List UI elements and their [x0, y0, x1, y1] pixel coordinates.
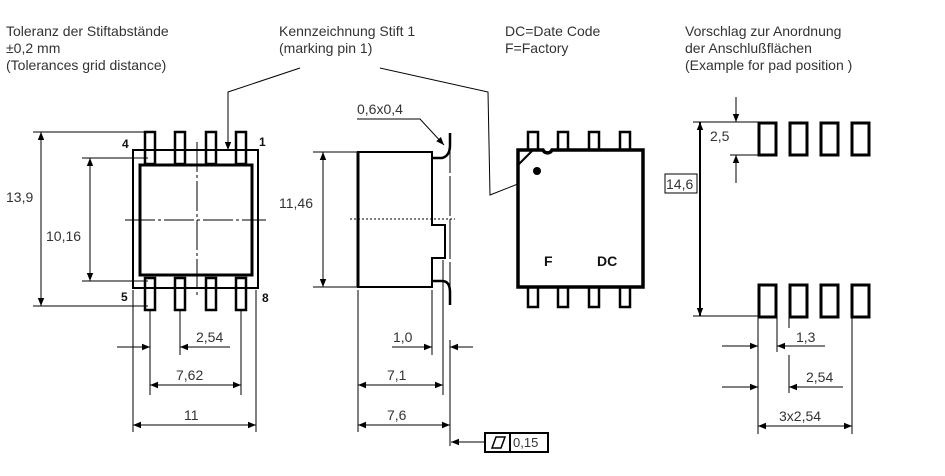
pad	[850, 121, 871, 157]
pad-layout: 2,5 14,6 1,3 2,54 3x2,54	[664, 97, 871, 434]
pin	[587, 284, 601, 309]
dim-pitch: 2,54	[196, 329, 223, 345]
top-view: F DC	[516, 130, 645, 309]
pad	[819, 121, 840, 157]
pin-label-5: 5	[121, 290, 128, 304]
flatness-frame: 0,15	[484, 432, 549, 453]
pad	[819, 283, 840, 319]
pin	[173, 130, 187, 166]
tolerance-note: Toleranz der Stiftabstände ±0,2 mm (Tole…	[6, 23, 169, 74]
pad	[788, 283, 809, 319]
front-view: 13,9 10,16 2,54 7,62 11 4 1 5 8	[6, 130, 269, 432]
dim-span: 14,6	[666, 176, 693, 192]
dim-overall-width: 11	[184, 407, 199, 423]
pin	[204, 130, 218, 166]
dim-overall-height: 13,9	[6, 189, 33, 205]
pin	[143, 130, 157, 166]
dim-pad-length: 2,5	[710, 128, 730, 144]
pin	[526, 284, 540, 309]
flatness-icon	[490, 436, 507, 449]
pad	[757, 283, 778, 319]
dim-overall: 7,6	[387, 407, 407, 423]
marking-leaders	[224, 67, 534, 196]
note-line: DC=Date Code	[505, 23, 601, 39]
pin	[204, 276, 218, 312]
dim-total-pitch: 3x2,54	[779, 408, 821, 424]
pin-label-4: 4	[122, 137, 129, 151]
pads	[757, 121, 871, 319]
dim-pad-width: 1,3	[796, 329, 816, 345]
note-line: F=Factory	[505, 40, 569, 56]
flatness-value: 0,15	[513, 435, 538, 450]
dim-body: 7,1	[387, 367, 407, 383]
pad	[850, 283, 871, 319]
pin	[556, 284, 570, 309]
codes-note: DC=Date Code F=Factory	[505, 23, 600, 57]
date-code-mark: DC	[597, 253, 617, 269]
front-pins	[143, 130, 248, 312]
factory-mark: F	[544, 253, 553, 269]
note-line: Vorschlag zur Anordnung	[685, 23, 842, 39]
dim-body-height: 10,16	[46, 228, 81, 244]
top-pins	[526, 130, 632, 309]
note-line: ±0,2 mm	[6, 40, 61, 56]
dim-chamfer: 0,6x0,4	[357, 101, 403, 117]
note-line: Toleranz der Stiftabstände	[6, 23, 169, 39]
pad	[788, 121, 809, 157]
marking-note: Kennzeichnung Stift 1 (marking pin 1)	[279, 23, 415, 57]
side-view: 0,6x0,4 11,46 1,0 7,1 7,6 0,15	[279, 101, 549, 453]
note-line: (marking pin 1)	[279, 40, 373, 56]
note-line: der Anschlußflächen	[685, 40, 812, 56]
note-line: Kennzeichnung Stift 1	[279, 23, 416, 39]
dim-pad-pitch: 2,54	[806, 369, 833, 385]
pin	[173, 276, 187, 312]
pin	[234, 276, 248, 312]
pin-label-1: 1	[259, 135, 266, 149]
dim-height: 11,46	[279, 195, 313, 211]
pin	[143, 276, 157, 312]
pin	[234, 130, 248, 166]
note-line: (Tolerances grid distance)	[6, 57, 167, 73]
dim-row-span: 7,62	[176, 367, 203, 383]
pads-note: Vorschlag zur Anordnung der Anschlußfläc…	[685, 23, 852, 74]
pin1-dot	[533, 167, 541, 175]
pad	[757, 121, 778, 157]
pin-label-8: 8	[262, 291, 269, 305]
pin	[618, 284, 632, 309]
note-line: (Example for pad position )	[685, 57, 853, 73]
dim-lead: 1,0	[393, 329, 413, 345]
